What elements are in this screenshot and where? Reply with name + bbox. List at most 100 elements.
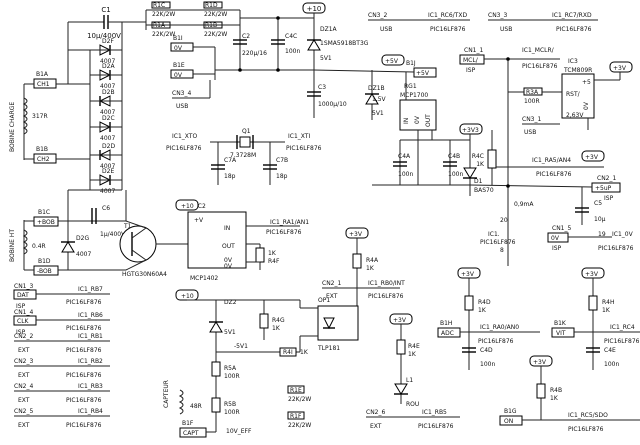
cn2-3-ext-line[interactable]: CN2_3 EXT IC1_RB2 PIC16LF876 <box>14 358 110 379</box>
l1-led: L1 ROU <box>394 377 419 408</box>
b1a-connector[interactable]: B1A CH1 <box>33 71 57 89</box>
b1c-connector[interactable]: B1C +BOB <box>33 209 59 227</box>
r5b-label: R5B <box>224 401 236 408</box>
cn3-3-usb-rxd[interactable]: CN3_3 USB IC1_RC7/RXD PIC16LF876 <box>488 12 598 33</box>
r1c-resistor: R1C 22K/2W <box>151 1 175 18</box>
cn3-2-usb-text: USB <box>380 26 392 33</box>
b1e-connector[interactable]: B1E 0V <box>170 62 194 79</box>
cn2-5-ext-text: EXT <box>18 422 30 429</box>
ic2-mcp1402: IC2 +V IN OUT 0V 0V MCP1402 <box>187 203 247 282</box>
cn2-1-ext-connector[interactable]: CN2_1 EXT <box>322 280 357 300</box>
plus3v-flag-r4b: +3V <box>529 355 553 367</box>
dz1a-5v1: 5V1 <box>320 55 332 62</box>
ic2-label: IC2 <box>196 203 206 210</box>
b1g-on-connector[interactable]: B1G ON <box>499 408 523 426</box>
plus3v-flag-r4h: +3V <box>581 267 605 279</box>
cn2-6-ext-connector[interactable]: CN2_6 EXT <box>366 409 460 430</box>
r3a-label: R3A <box>526 89 539 96</box>
ic1-rc6-label: IC1_RC6/TXD <box>428 12 467 19</box>
ic1-rb7-pic: PIC16LF876 <box>66 299 102 306</box>
cn2-5-ext-line[interactable]: CN2_5 EXT IC1_RB4 PIC16LF876 <box>14 408 110 429</box>
b1b-label: B1B <box>36 146 48 153</box>
b1f-capt-connector[interactable]: B1F CAPT <box>179 420 207 438</box>
rg1-regulator: RG1 MCP1700 IN 0V OUT <box>399 83 437 131</box>
rg1-in: IN <box>403 118 410 124</box>
b1h-adc-connector[interactable]: B1H ADC <box>437 320 461 338</box>
plus3v-r4d-text: +3V <box>461 271 475 278</box>
r3a-resistor: R3A 100R <box>523 87 543 105</box>
r1b-resistor: R1B 22K/2W <box>203 21 227 38</box>
r4c-value: 1K <box>476 161 485 168</box>
ic3-263v: 2,63V <box>566 112 584 119</box>
ic2-in: IN <box>224 225 230 232</box>
ic1-rb4-label: IC1_RB4 <box>78 408 103 415</box>
r1f-resistor: R1F 22K/2W <box>287 411 311 429</box>
l1-color: ROU <box>406 401 419 408</box>
dz1b-zener: DZ1B 1,5V 5V1 <box>365 85 387 117</box>
plus10-rail-flag: +10 <box>302 2 326 14</box>
cn2-4-label: CN2_4 <box>14 383 33 390</box>
diode-d2a: D2A 4007 <box>99 63 115 90</box>
ic2-0v-b: 0V <box>224 263 233 270</box>
c2-label: C2 <box>242 33 250 40</box>
t1-part: HGTG30N60A4 <box>122 271 167 278</box>
dz2-zener: DZ2 5V1 <box>209 299 237 336</box>
ic1-xto-label: IC1_XTO PIC16LF876 <box>166 133 202 152</box>
d2f-value: 4007 <box>100 58 115 65</box>
q1-crystal: Q1 7.3728M <box>230 128 256 159</box>
plus3v-r4a-text: +3V <box>349 231 363 238</box>
b1b-connector[interactable]: B1B CH2 <box>33 146 57 164</box>
cn1-4-clk-connector[interactable]: CN1_4 CLK ISP IC1_RB6 PIC16LF876 <box>13 309 110 336</box>
cn2-1-5up-connector[interactable]: CN2_1 +5uP ISP <box>591 175 621 202</box>
plus3v-ra5-text: +3V <box>585 154 599 161</box>
ic1-ra5-pic: PIC16LF876 <box>536 171 572 178</box>
dz1b-label: DZ1B <box>368 85 385 92</box>
b1d-connector[interactable]: B1D -BOB <box>33 258 59 276</box>
cn2-1-label: CN2_1 <box>597 175 616 182</box>
r4i-resistor: R4I 1K <box>279 347 309 357</box>
r4h-resistor: R4H 1K <box>588 295 615 314</box>
diode-d2b: D2B 4007 <box>98 89 115 116</box>
on-text: ON <box>504 418 513 425</box>
ic3-supervisor: IC3 TCM809R +5 RST/ 0V <box>561 58 595 119</box>
b1j-connector[interactable]: B1J +5V <box>406 60 437 78</box>
cn3-4-usb[interactable]: CN3_4 USB <box>172 80 211 110</box>
b1h-label: B1H <box>440 320 452 327</box>
b1e-value: 0V <box>174 72 183 79</box>
b1k-vit-connector[interactable]: B1K VIT <box>551 320 575 338</box>
cn3-2-usb-txd[interactable]: CN3_2 USB IC1_RC6/TXD PIC16LF876 <box>368 12 470 33</box>
t1-label: T1 <box>123 223 132 230</box>
b1i-connector[interactable]: B1I 0V <box>170 35 194 52</box>
ic1-rb4-pic: PIC16LF876 <box>66 422 102 429</box>
q1-value: 7.3728M <box>230 152 256 159</box>
cn2-4-ext-line[interactable]: CN2_4 EXT IC1_RB3 PIC16LF876 <box>14 383 110 404</box>
cn1-3-dat-connector[interactable]: CN1_3 DAT ISP IC1_RB7 PIC16LF876 <box>13 283 110 310</box>
plus10-ic2-text: +10 <box>181 203 194 210</box>
r1a-resistor: R1A 22K/2W <box>151 21 175 38</box>
ic1-rc4-label: IC1_RC4 <box>610 324 635 331</box>
d2e-value: 4007 <box>100 188 115 195</box>
cn2-2-ext-line[interactable]: CN2_2 EXT IC1_RB1 PIC16LF876 <box>14 333 110 354</box>
r4g-resistor: R4G 1K <box>259 313 285 332</box>
r317-text: 317R <box>32 113 48 120</box>
plus10-flag-dz2: +10 <box>175 289 199 301</box>
ic1-rc7-pic: PIC16LF876 <box>556 26 592 33</box>
cn1-1-mcl-connector[interactable]: CN1_1 MCL/ ISP <box>459 47 485 74</box>
d1-bas70: D1 BAS70 <box>463 167 494 194</box>
plus3v-flag-ic3: +3V <box>609 61 633 73</box>
b1g-label: B1G <box>504 408 517 415</box>
ic1-rc5-pic: PIC16LF876 <box>568 426 604 433</box>
ic1-rb1-pic: PIC16LF876 <box>66 347 102 354</box>
d2d-value: 4007 <box>100 163 115 170</box>
diode-d2c: D2C 4007 <box>99 115 115 142</box>
ic1-rc7-label: IC1_RC7/RXD <box>552 12 592 19</box>
ic1-rb5-label: IC1_RB5 <box>422 409 447 416</box>
ic1-rb6-pic: PIC16LF876 <box>66 325 102 332</box>
pin-19: 19 <box>598 231 606 238</box>
cn3-4-label: CN3_4 <box>172 90 191 97</box>
xti-pic: PIC16LF876 <box>286 145 322 152</box>
cn1-5-0v-connector[interactable]: CN1_5 0V ISP <box>547 225 571 252</box>
cn3-1-usb[interactable]: CN3_1 USB <box>522 116 560 136</box>
bobine-ht-text: BOBINE HT <box>9 229 16 262</box>
ic3-part: TCM809R <box>563 67 592 74</box>
